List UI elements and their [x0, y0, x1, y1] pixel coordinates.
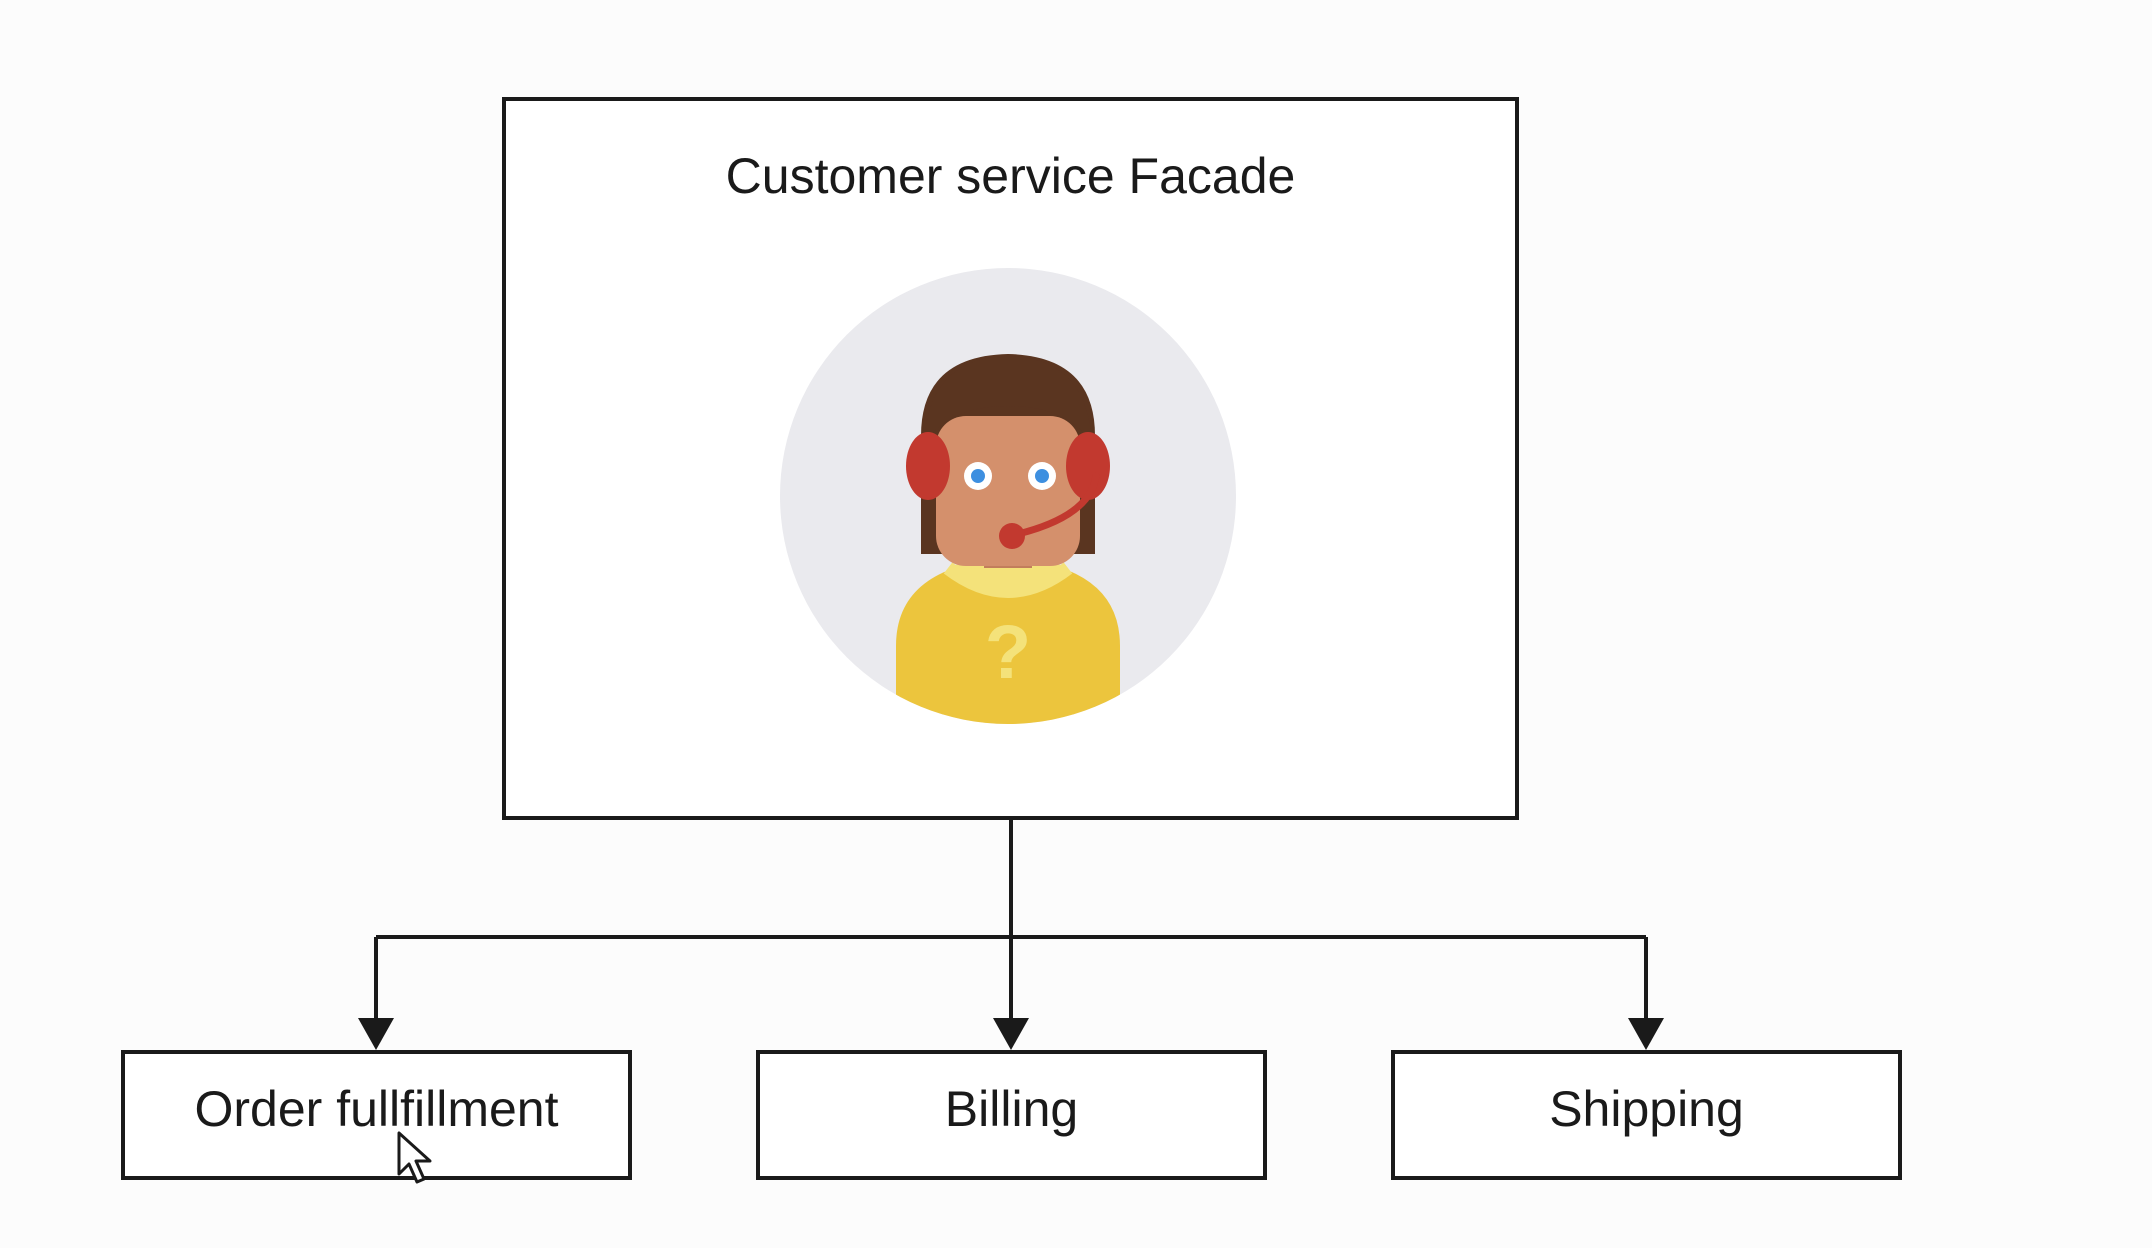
- subsystem-billing: Billing: [756, 1050, 1267, 1180]
- subsystem-label: Shipping: [1549, 1081, 1744, 1137]
- facade-title: Customer service Facade: [725, 148, 1296, 204]
- subsystem-shipping: Shipping: [1391, 1050, 1902, 1180]
- svg-text:?: ?: [985, 610, 1031, 695]
- mouse-cursor-icon: [397, 1131, 432, 1184]
- subsystem-order-fulfillment: Order fullfillment: [121, 1050, 632, 1180]
- customer-service-agent-icon: ?: [780, 268, 1236, 724]
- arrowhead-shipping: [1628, 1018, 1664, 1050]
- arrowhead-billing: [993, 1018, 1029, 1050]
- subsystem-label: Order fullfillment: [194, 1081, 559, 1137]
- arrowhead-order: [358, 1018, 394, 1050]
- subsystem-label: Billing: [944, 1081, 1079, 1137]
